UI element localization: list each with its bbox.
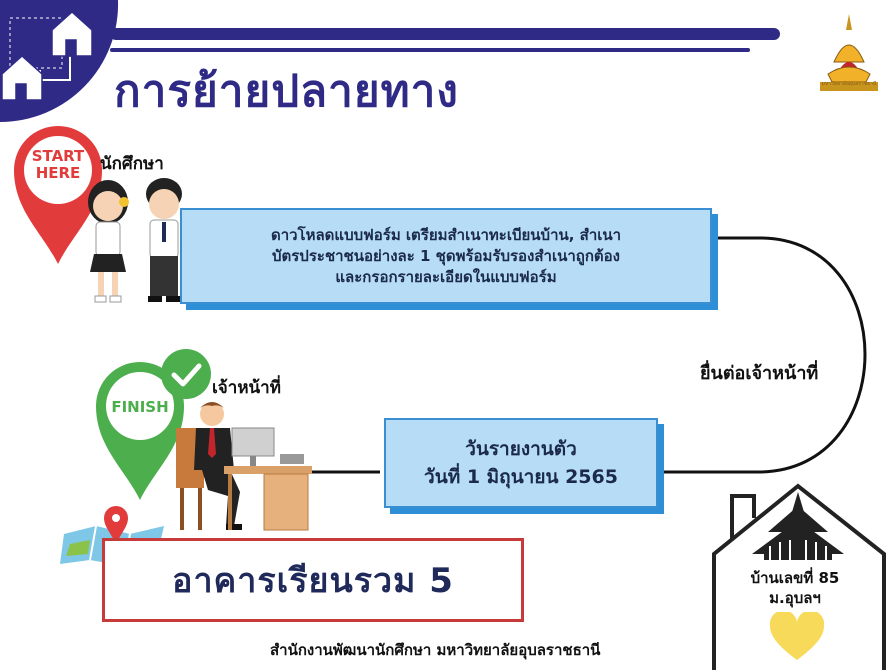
header-bar-thin bbox=[110, 48, 750, 52]
header-bar bbox=[110, 28, 780, 40]
logo-caption: มหาวิทยาลัยอุบลราชธานี bbox=[821, 81, 877, 87]
heart-icon bbox=[769, 612, 825, 660]
university-logo bbox=[820, 14, 878, 91]
officer-illustration bbox=[176, 402, 312, 531]
destination-label: อาคารเรียนรวม 5 bbox=[172, 561, 454, 601]
house-icon bbox=[1, 54, 43, 101]
start-pin-label: START HERE bbox=[31, 147, 85, 182]
finish-pin-label: FINISH bbox=[111, 398, 169, 416]
officer-label: เจ้าหน้าที่ bbox=[212, 378, 281, 398]
step1-box: ดาวโหลดแบบฟอร์ม เตรียมสำเนาทะเบียนบ้าน, … bbox=[180, 208, 712, 304]
home-outline-icon bbox=[712, 483, 886, 670]
start-pin-icon bbox=[14, 126, 102, 264]
student-label: นักศึกษา bbox=[100, 154, 164, 174]
students-illustration bbox=[88, 178, 182, 303]
destination-box: อาคารเรียนรวม 5 bbox=[102, 538, 524, 622]
check-icon bbox=[161, 349, 211, 399]
finish-pin-icon bbox=[96, 362, 184, 500]
step1-text: ดาวโหลดแบบฟอร์ม เตรียมสำเนาทะเบียนบ้าน, … bbox=[270, 225, 622, 286]
step2-box: วันรายงานตัว วันที่ 1 มิถุนายน 2565 bbox=[384, 418, 658, 508]
house-icon bbox=[51, 10, 93, 57]
step2-title: วันรายงานตัว bbox=[465, 438, 577, 460]
corner-decoration bbox=[0, 0, 119, 123]
submit-label: ยื่นต่อเจ้าหน้าที่ bbox=[700, 363, 819, 384]
footer-text: สำนักงานพัฒนานักศึกษา มหาวิทยาลัยอุบลราช… bbox=[270, 641, 601, 659]
home-address: บ้านเลขที่ 85 ม.อุบลฯ bbox=[750, 569, 840, 607]
step2-date: วันที่ 1 มิถุนายน 2565 bbox=[424, 466, 618, 488]
page-title: การย้ายปลายทาง bbox=[114, 66, 459, 117]
